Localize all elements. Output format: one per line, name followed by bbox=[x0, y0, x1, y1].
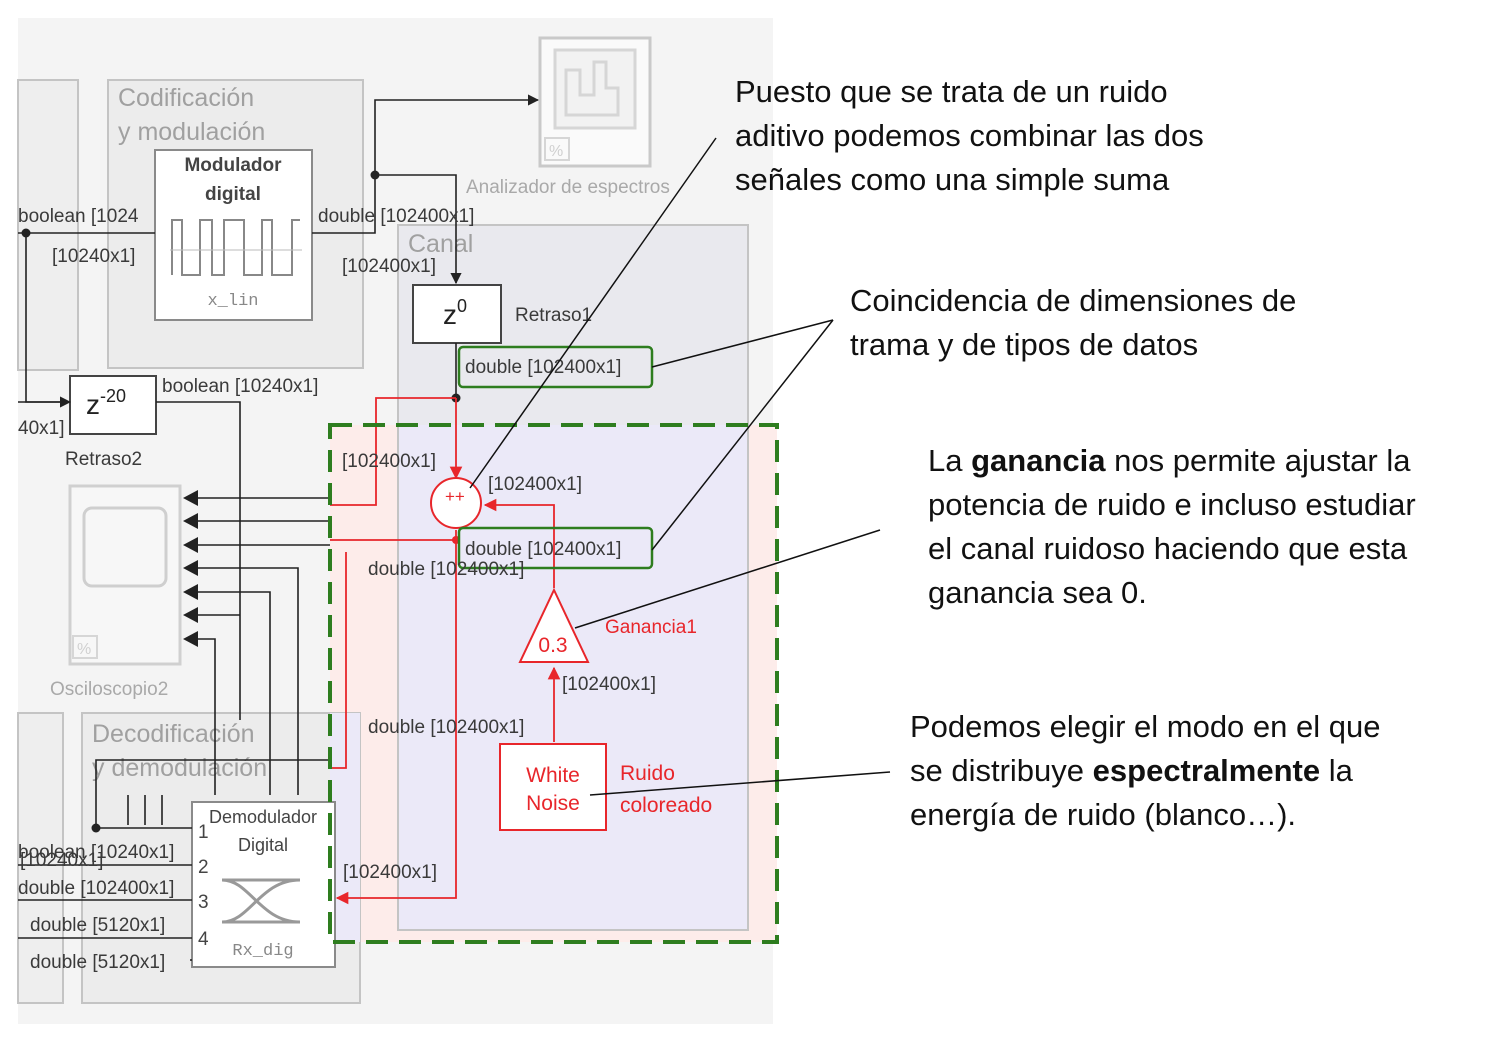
annotation-dimensions: Coincidencia de dimensiones de trama y d… bbox=[850, 279, 1296, 367]
annotation-dimensions-line-1: Coincidencia de dimensiones de bbox=[850, 283, 1297, 318]
annotation-sum: Puesto que se trata de un ruido aditivo … bbox=[735, 70, 1204, 202]
signal-sum-in-dim: [102400x1] bbox=[342, 451, 436, 472]
demodulador-eye-icon bbox=[221, 878, 301, 924]
signal-z0-in-dim: [102400x1] bbox=[342, 256, 436, 277]
annotation-gain-line-2: potencia de ruido e incluso estudiar bbox=[928, 487, 1416, 522]
z20-delay-text: z-20 bbox=[86, 386, 126, 420]
junction-dots bbox=[21, 170, 461, 833]
signal-gain-in-dim: [102400x1] bbox=[562, 674, 656, 695]
sum-block[interactable] bbox=[430, 477, 482, 529]
annotation-noise-line-1: Podemos elegir el modo en el que bbox=[910, 709, 1381, 744]
signal-sum-in2-dim: [102400x1] bbox=[488, 474, 582, 495]
annotation-noise-line-2: se distribuye espectralmente la bbox=[910, 753, 1353, 788]
red-wiring bbox=[330, 397, 561, 905]
analizador-percent-box bbox=[544, 137, 570, 161]
signal-z20-out: boolean [10240x1] bbox=[162, 376, 318, 397]
signal-mod-in-dim: [10240x1] bbox=[52, 246, 135, 267]
sum-output-highlight bbox=[457, 526, 654, 570]
demodulador-label-1: Demodulador bbox=[209, 807, 317, 827]
annotation-gain-line-1: La ganancia nos permite ajustar la bbox=[928, 443, 1411, 478]
signal-out4: double [5120x1] bbox=[30, 952, 165, 973]
black-wiring bbox=[18, 94, 540, 961]
annotation-sum-line-3: señales como una simple suma bbox=[735, 162, 1170, 197]
z0-delay-block[interactable] bbox=[412, 284, 502, 344]
callout-lines bbox=[469, 137, 891, 796]
modulador-var: x_lin bbox=[207, 292, 258, 311]
subsystem-codificacion-title-2: y modulación bbox=[118, 118, 265, 146]
gain-label: Ganancia1 bbox=[605, 617, 697, 638]
demod-port-4: 4 bbox=[198, 929, 209, 950]
demod-port-3: 3 bbox=[198, 892, 209, 913]
gain-value: 0.3 bbox=[538, 634, 567, 657]
signal-out2: double [102400x1] bbox=[18, 878, 174, 899]
noise-region-highlight bbox=[328, 423, 779, 944]
osciloscopio-label: Osciloscopio2 bbox=[50, 679, 168, 700]
white-noise-label-2: Noise bbox=[526, 792, 580, 815]
scope-input-arrows bbox=[183, 490, 198, 647]
annotation-dimensions-line-2: trama y de tipos de datos bbox=[850, 327, 1199, 362]
analizador-percent-icon: % bbox=[549, 143, 563, 160]
osciloscopio-block[interactable] bbox=[68, 484, 182, 666]
ruido-coloreado-label-2: coloreado bbox=[620, 794, 712, 817]
modulador-waveform-icon bbox=[171, 219, 300, 276]
retraso2-label: Retraso2 bbox=[65, 449, 142, 470]
annotation-gain-line-3: el canal ruidoso haciendo que esta bbox=[928, 531, 1408, 566]
ruido-coloreado-label-1: Ruido bbox=[620, 762, 675, 785]
signal-boolean-left: boolean [1024 bbox=[18, 206, 139, 227]
subsystem-decodificacion-title-1: Decodificación bbox=[92, 720, 255, 748]
signal-mod-out: double [102400x1] bbox=[318, 206, 474, 227]
annotation-gain: La ganancia nos permite ajustar la poten… bbox=[928, 439, 1416, 615]
retraso1-label: Retraso1 bbox=[515, 305, 592, 326]
osciloscopio-percent-box bbox=[72, 635, 98, 659]
annotation-gain-line-4: ganancia sea 0. bbox=[928, 575, 1147, 610]
signal-demod-in-dim: [102400x1] bbox=[343, 862, 437, 883]
signal-out1-overlap: [10240x1] bbox=[20, 850, 103, 871]
gain-block[interactable] bbox=[518, 587, 590, 663]
modulador-label-2: digital bbox=[205, 184, 261, 205]
white-noise-block[interactable] bbox=[499, 743, 607, 831]
annotation-noise: Podemos elegir el modo en el que se dist… bbox=[910, 705, 1380, 837]
annotation-sum-line-1: Puesto que se trata de un ruido bbox=[735, 74, 1168, 109]
demodulador-var: Rx_dig bbox=[232, 942, 293, 961]
demod-port-1: 1 bbox=[198, 822, 209, 843]
modulador-label-1: Modulador bbox=[184, 155, 282, 176]
signal-z20-in-partial: 40x1] bbox=[18, 418, 64, 439]
signal-sum-out-behind: double [102400x1] bbox=[368, 559, 524, 580]
subsystem-canal-title: Canal bbox=[408, 230, 473, 258]
white-noise-label-1: White bbox=[526, 764, 580, 787]
demod-port-2: 2 bbox=[198, 857, 209, 878]
left-subsystem-top bbox=[17, 79, 79, 371]
signal-retraso1-out: double [102400x1] bbox=[465, 357, 621, 378]
osciloscopio-screen bbox=[82, 506, 168, 588]
analizador-spectrum-icon bbox=[564, 60, 620, 117]
subsystem-decodificacion-title-2: y demodulación bbox=[92, 754, 267, 782]
sum-signs: ++ bbox=[445, 487, 465, 506]
annotation-noise-line-3: energía de ruido (blanco…). bbox=[910, 797, 1297, 832]
subsystem-codificacion-title-1: Codificación bbox=[118, 84, 254, 112]
analizador-label: Analizador de espectros bbox=[466, 177, 670, 198]
signal-sum-out: double [102400x1] bbox=[465, 539, 621, 560]
osciloscopio-percent-icon: % bbox=[77, 641, 91, 658]
left-subsystem-bottom bbox=[17, 712, 64, 1004]
demodulador-label-2: Digital bbox=[238, 835, 288, 855]
annotation-sum-line-2: aditivo podemos combinar las dos bbox=[735, 118, 1204, 153]
demodulador-block[interactable] bbox=[191, 801, 336, 968]
z0-delay-text: z0 bbox=[443, 296, 467, 330]
signal-out3: double [5120x1] bbox=[30, 915, 165, 936]
signal-out1: boolean [10240x1] bbox=[18, 842, 174, 863]
signal-double-lower: double [102400x1] bbox=[368, 717, 524, 738]
z20-delay-block[interactable] bbox=[69, 375, 157, 435]
